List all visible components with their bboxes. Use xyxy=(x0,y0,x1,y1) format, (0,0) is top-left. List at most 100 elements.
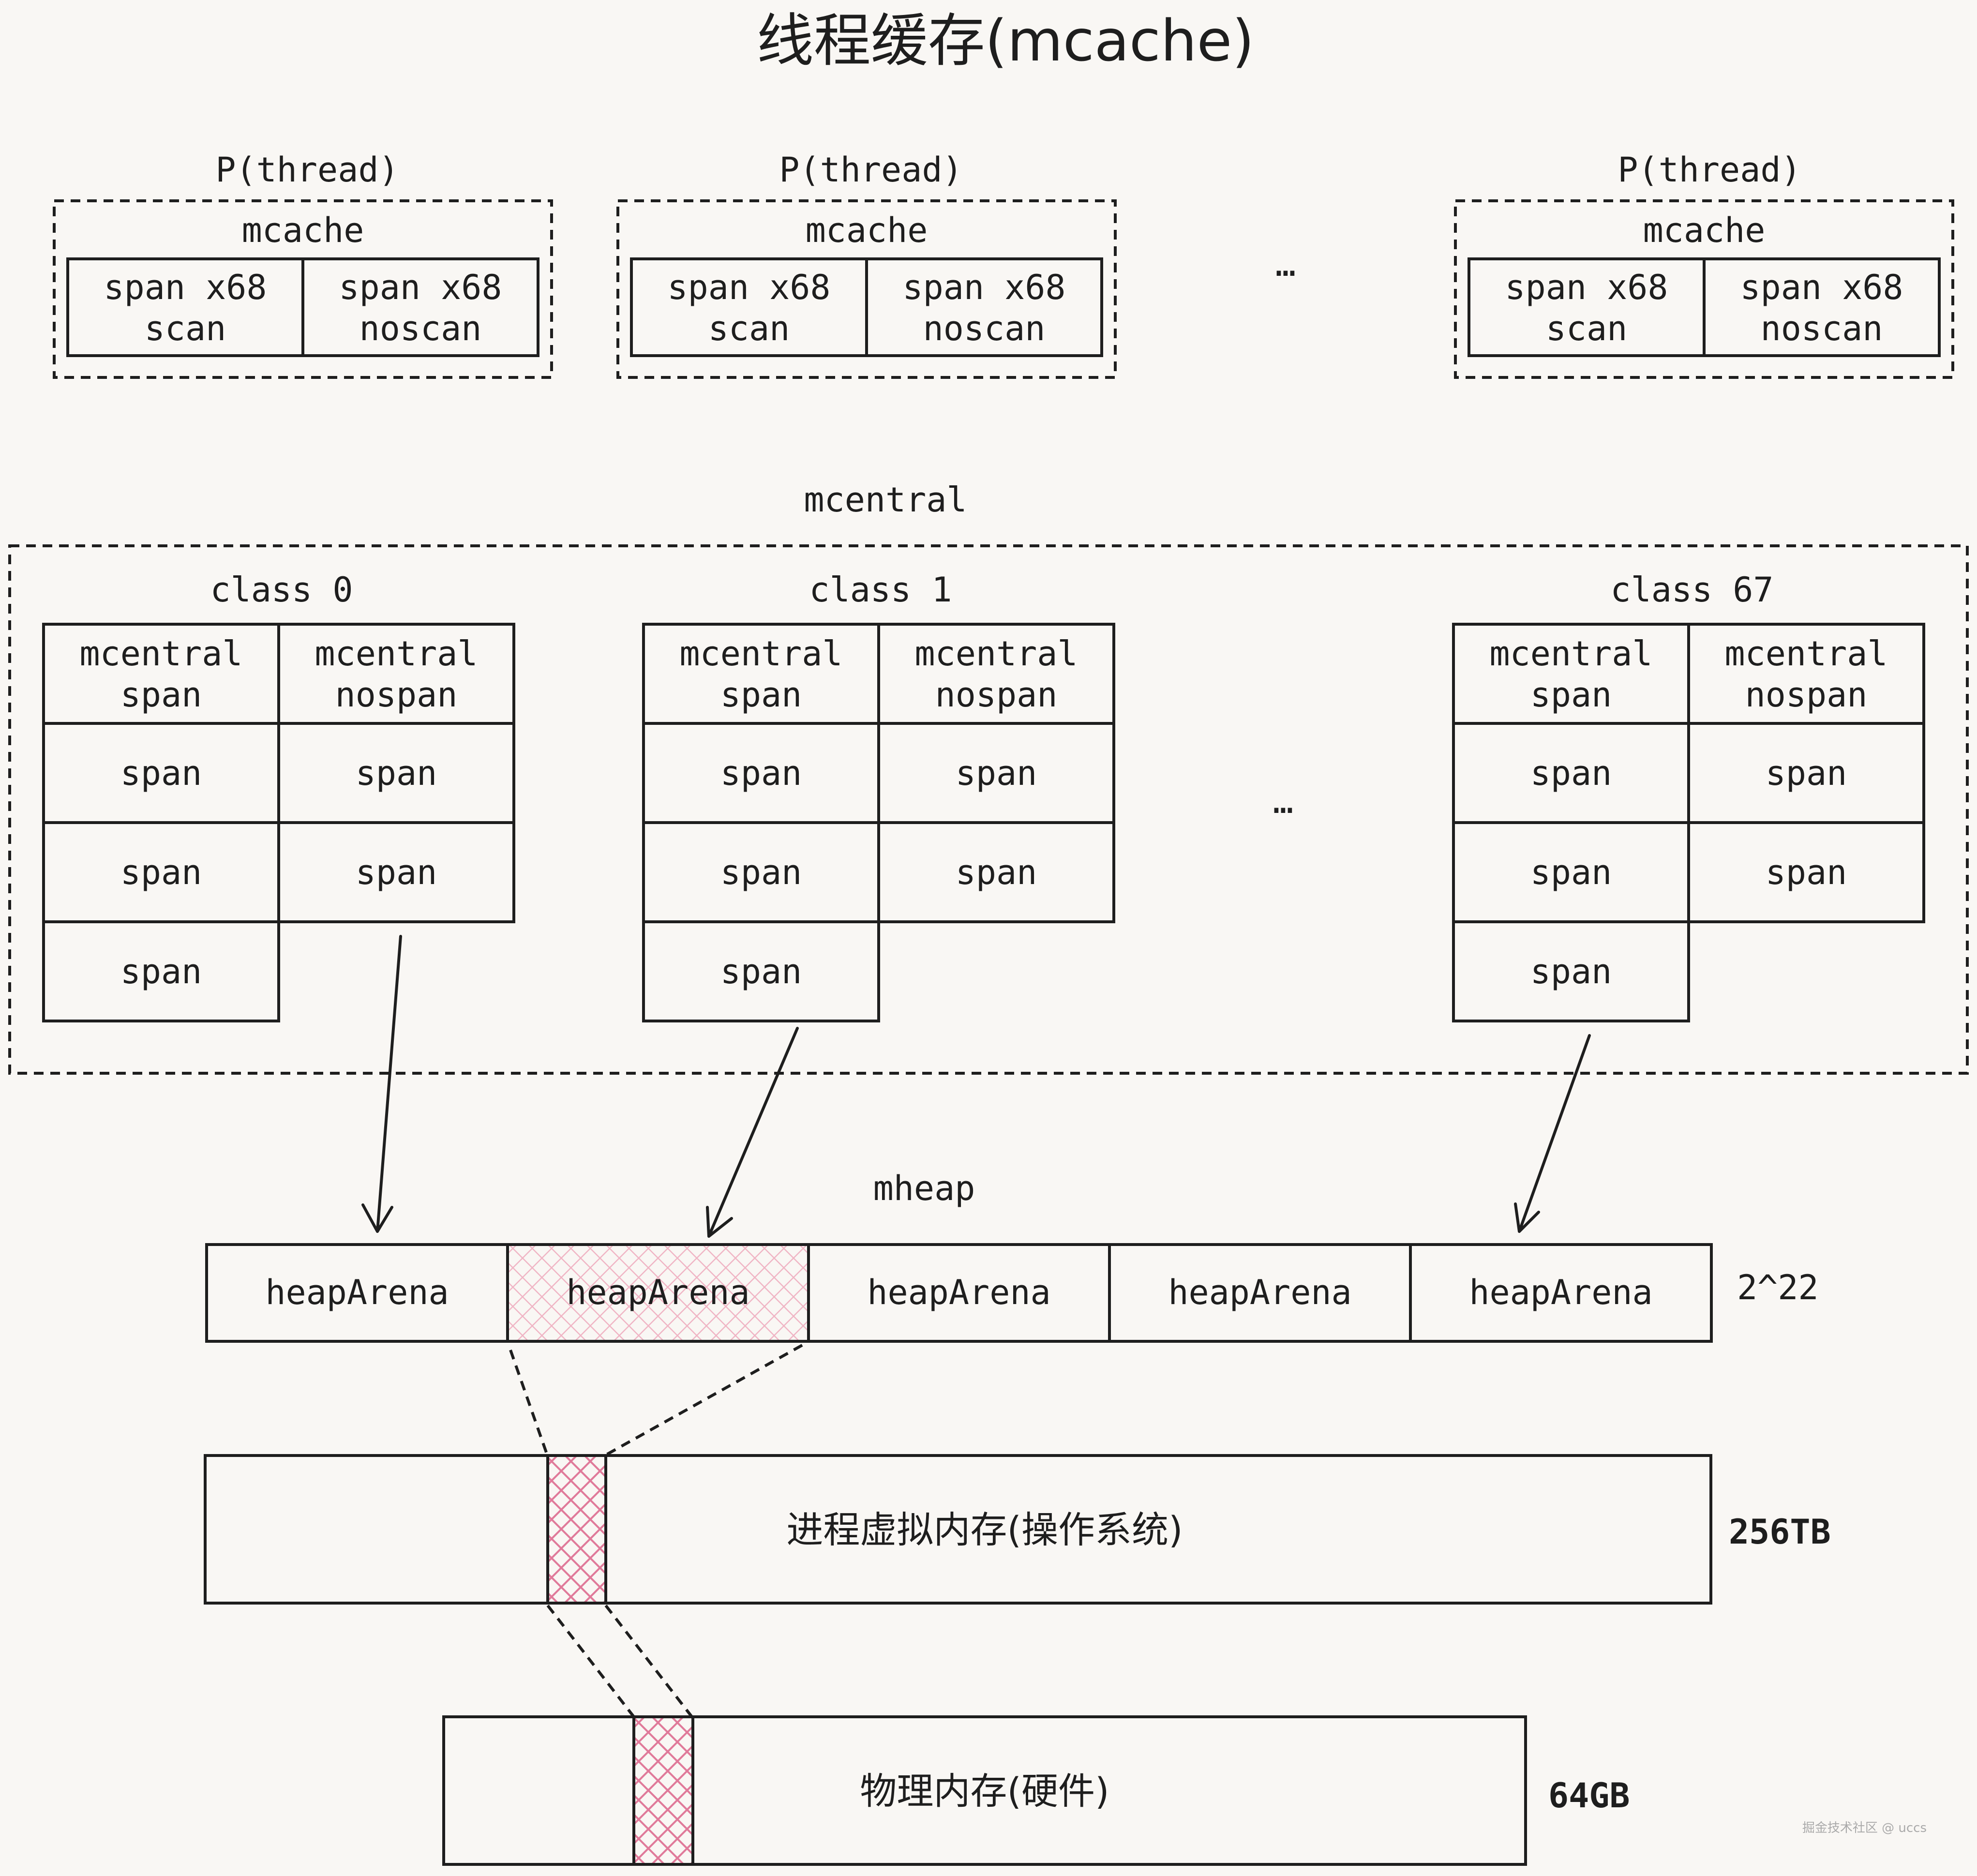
thread-boundary xyxy=(616,199,1117,379)
physical-memory-hatch xyxy=(634,1717,693,1864)
span-text: span xyxy=(720,853,802,892)
header-text: nospan xyxy=(935,675,1058,715)
mcache-cell-noscan-line1: span x68 xyxy=(339,268,502,307)
header-text: nospan xyxy=(335,675,458,715)
thread-group-3: P(thread) mcache span x68 scan span x68 … xyxy=(1454,150,1954,379)
mcache-cell-noscan-line2: noscan xyxy=(1761,309,1883,348)
class-label: class 0 xyxy=(210,570,353,610)
span-text: span xyxy=(1766,753,1847,793)
thread-boundary xyxy=(1454,199,1954,379)
mcache-cell-noscan xyxy=(865,257,1103,357)
mcache-cell-noscan xyxy=(1703,257,1941,357)
class-label: class 67 xyxy=(1610,570,1773,610)
span-cell xyxy=(277,821,515,923)
header-text: span xyxy=(120,675,202,715)
header-text: mcentral xyxy=(1489,634,1652,674)
arena-text: heapArena xyxy=(265,1273,449,1312)
span-text: span xyxy=(720,952,802,991)
mcache-cell-noscan xyxy=(301,257,539,357)
mapping-line xyxy=(546,1605,635,1718)
mcache-label: mcache xyxy=(1643,210,1766,250)
mcache-cell-scan-line1: span x68 xyxy=(1505,268,1668,307)
span-text: span xyxy=(1530,753,1612,793)
header-text: span xyxy=(1530,675,1612,715)
arrow-class-67 xyxy=(1514,1034,1591,1233)
watermark: 掘金技术社区 @ uccs xyxy=(1802,1821,1927,1835)
mapping-line xyxy=(509,1350,549,1457)
mcache-cell-noscan-line2: noscan xyxy=(923,309,1046,348)
mcache-cell-scan-line1: span x68 xyxy=(104,268,267,307)
thread-boundary xyxy=(53,199,553,379)
physical-memory-block: 物理内存(硬件) xyxy=(442,1715,1527,1866)
arena-text: heapArena xyxy=(566,1273,749,1312)
mcache-cell-noscan-line2: noscan xyxy=(359,309,482,348)
span-text: span xyxy=(356,753,437,793)
span-text: span xyxy=(356,853,437,892)
mcache-label: mcache xyxy=(806,210,928,250)
thread-group-1: P(thread) mcache span x68 scan span x68 … xyxy=(53,150,553,379)
span-text: span xyxy=(956,753,1037,793)
header-text: mcentral xyxy=(315,634,478,674)
physical-memory-outline xyxy=(442,1715,1527,1866)
virtual-memory-size: 256TB xyxy=(1729,1512,1831,1552)
allocation-arrows xyxy=(361,935,1591,1238)
physical-memory-size: 64GB xyxy=(1548,1776,1630,1816)
mcache-cell-scan-line1: span x68 xyxy=(667,268,830,307)
header-text: mcentral xyxy=(914,634,1078,674)
header-text: span xyxy=(720,675,802,715)
arrow-class-0 xyxy=(361,935,402,1233)
class-ellipsis: … xyxy=(1273,781,1293,821)
mapping-line xyxy=(604,1344,803,1457)
mcache-label: mcache xyxy=(242,210,364,250)
header-text: mcentral xyxy=(679,634,842,674)
thread-group-2: P(thread) mcache span x68 scan span x68 … xyxy=(616,150,1117,379)
span-cell xyxy=(1452,920,1690,1022)
span-cell xyxy=(1687,821,1925,923)
thread-label: P(thread) xyxy=(779,150,962,190)
mheap-label: mheap xyxy=(873,1169,975,1208)
span-cell xyxy=(642,920,880,1022)
mheap-arenas: heapArena heapArena heapArena heapArena … xyxy=(205,1243,1713,1343)
span-cell xyxy=(42,920,280,1022)
span-cell xyxy=(877,821,1115,923)
highlighted-arena-hatch xyxy=(508,1245,809,1341)
arena-text: heapArena xyxy=(1168,1273,1351,1312)
span-text: span xyxy=(120,853,202,892)
mcentral-class-67: class 67 mcentral span mcentral nospan s… xyxy=(1452,570,1925,1022)
span-text: span xyxy=(720,753,802,793)
thread-label: P(thread) xyxy=(1618,150,1801,190)
thread-label: P(thread) xyxy=(215,150,399,190)
virtual-memory-block: 进程虚拟内存(操作系统) xyxy=(204,1454,1712,1605)
class-label: class 1 xyxy=(809,570,952,610)
header-text: mcentral xyxy=(1724,634,1887,674)
mcentral-label: mcentral xyxy=(804,480,967,520)
diagram-title: 线程缓存(mcache) xyxy=(757,7,1254,74)
span-text: span xyxy=(120,753,202,793)
mheap-size-label: 2^22 xyxy=(1737,1268,1819,1307)
mcache-cell-scan-line2: scan xyxy=(1546,309,1628,348)
mcache-cell-noscan-line1: span x68 xyxy=(902,268,1065,307)
span-text: span xyxy=(120,952,202,991)
span-text: span xyxy=(1766,853,1847,892)
header-text: nospan xyxy=(1745,675,1868,715)
arena-text: heapArena xyxy=(1469,1273,1652,1312)
header-text: mcentral xyxy=(79,634,242,674)
heap-arena xyxy=(1409,1243,1713,1343)
mcache-cell-scan-line2: scan xyxy=(145,309,226,348)
virtual-memory-label: 进程虚拟内存(操作系统) xyxy=(786,1508,1183,1551)
span-text: span xyxy=(956,853,1037,892)
arrow-class-1 xyxy=(706,1027,799,1238)
physical-memory-label: 物理内存(硬件) xyxy=(860,1770,1109,1813)
virtual-memory-outline xyxy=(204,1454,1712,1605)
mcentral-boundary xyxy=(8,544,1969,1075)
mcache-cell-noscan-line1: span x68 xyxy=(1740,268,1903,307)
virtual-memory-hatch xyxy=(548,1456,606,1603)
thread-ellipsis: … xyxy=(1275,244,1296,284)
mapping-line xyxy=(604,1605,693,1718)
arena-text: heapArena xyxy=(867,1273,1050,1312)
span-text: span xyxy=(1530,853,1612,892)
mcentral-class-0: class 0 mcentral span mcentral nospan sp… xyxy=(42,570,515,1022)
mcentral-class-1: class 1 mcentral span mcentral nospan sp… xyxy=(642,570,1115,1022)
span-text: span xyxy=(1530,952,1612,991)
